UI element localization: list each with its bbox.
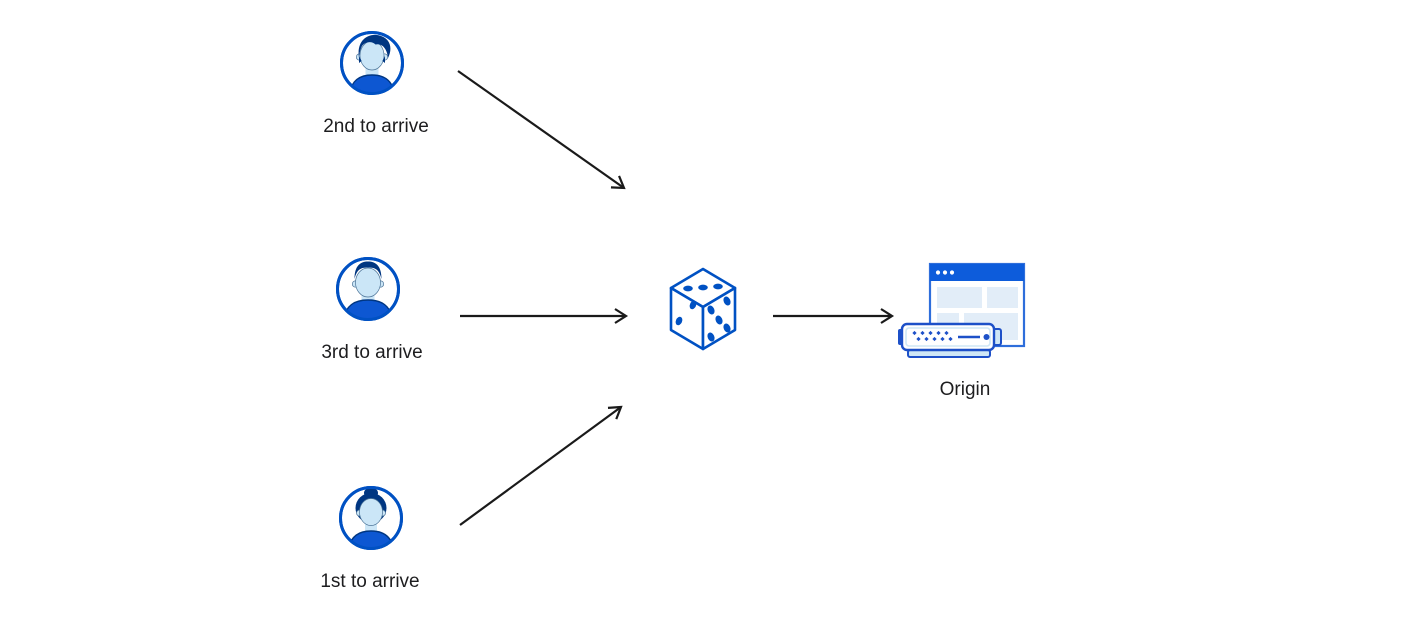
user-3rd-to-arrive [335, 256, 401, 327]
man-swoop-hair-avatar [340, 31, 404, 95]
arrow-user2nd-to-dice [457, 70, 626, 190]
user-3rd-label: 3rd to arrive [321, 342, 423, 363]
user-1st-label: 1st to arrive [320, 571, 420, 592]
dice [667, 265, 739, 358]
user-2nd-label: 2nd to arrive [323, 116, 429, 137]
origin [898, 260, 1030, 369]
arrow-user1st-to-dice [459, 405, 623, 526]
dice-icon [669, 267, 737, 351]
origin-label: Origin [939, 379, 991, 400]
woman-bun-hair-avatar [339, 486, 403, 550]
browser-window-and-server-icon [898, 262, 1026, 358]
user-1st-to-arrive [338, 485, 404, 556]
man-short-hair-avatar [336, 257, 400, 321]
user-2nd-to-arrive [339, 30, 405, 101]
